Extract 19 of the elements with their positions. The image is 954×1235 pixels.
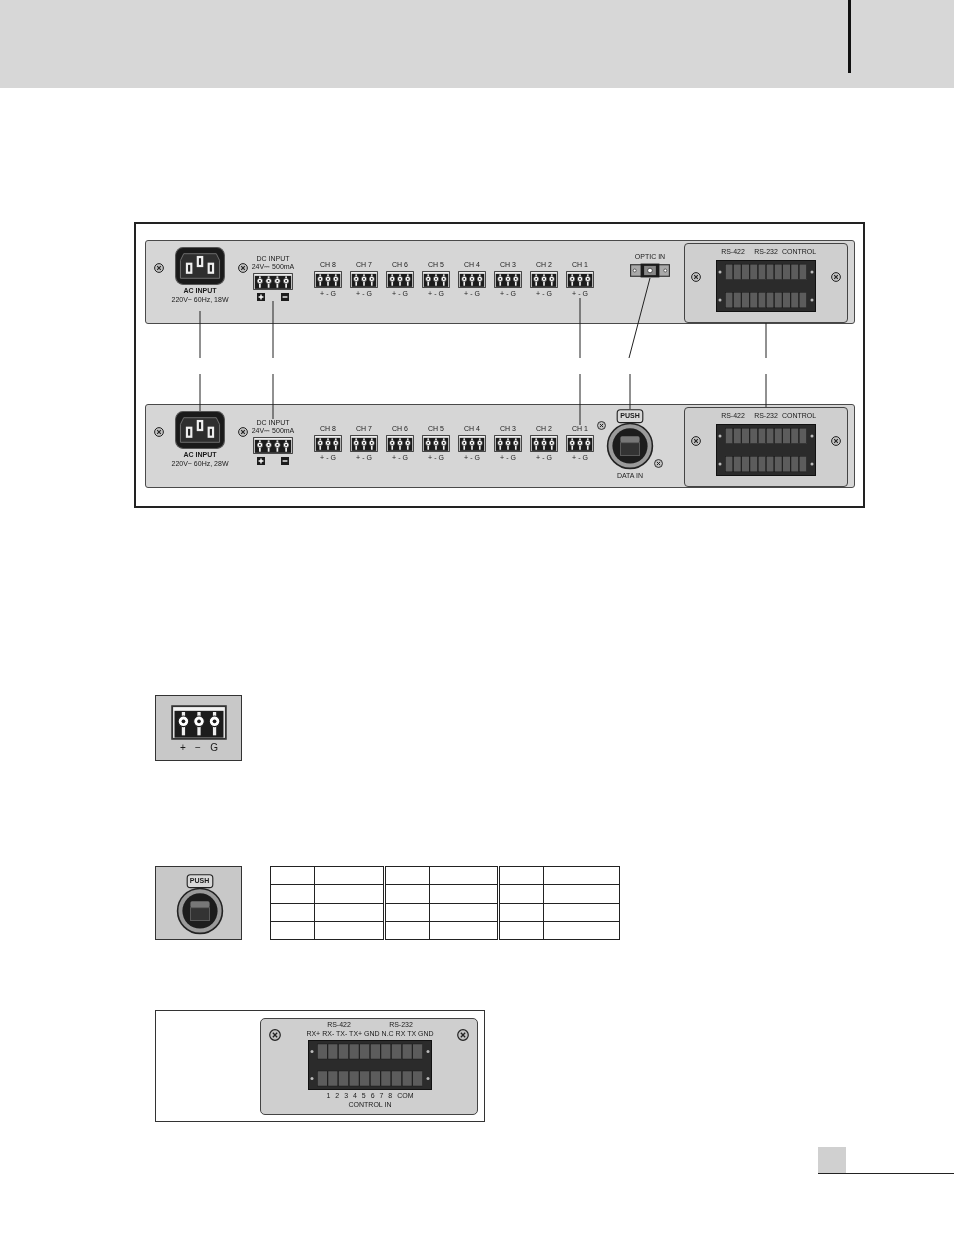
leader-line (272, 300, 274, 359)
leader-line (199, 310, 201, 359)
leader-line (579, 373, 581, 426)
leader-line (765, 373, 767, 408)
leader-line (629, 373, 631, 410)
rear-panel (145, 240, 855, 324)
module-plate (260, 1018, 478, 1115)
inset-panel (155, 695, 242, 761)
leader-line (765, 322, 767, 359)
leader-line (272, 373, 274, 420)
pin-label: + − G (180, 742, 218, 753)
inset-frame (155, 1010, 485, 1122)
inset-panel (155, 866, 242, 940)
module-plate (684, 407, 848, 487)
rear-panel (145, 404, 855, 488)
module-plate (684, 243, 848, 323)
leader-line (199, 373, 201, 412)
leader-line (579, 297, 581, 359)
leader-line (628, 277, 651, 359)
